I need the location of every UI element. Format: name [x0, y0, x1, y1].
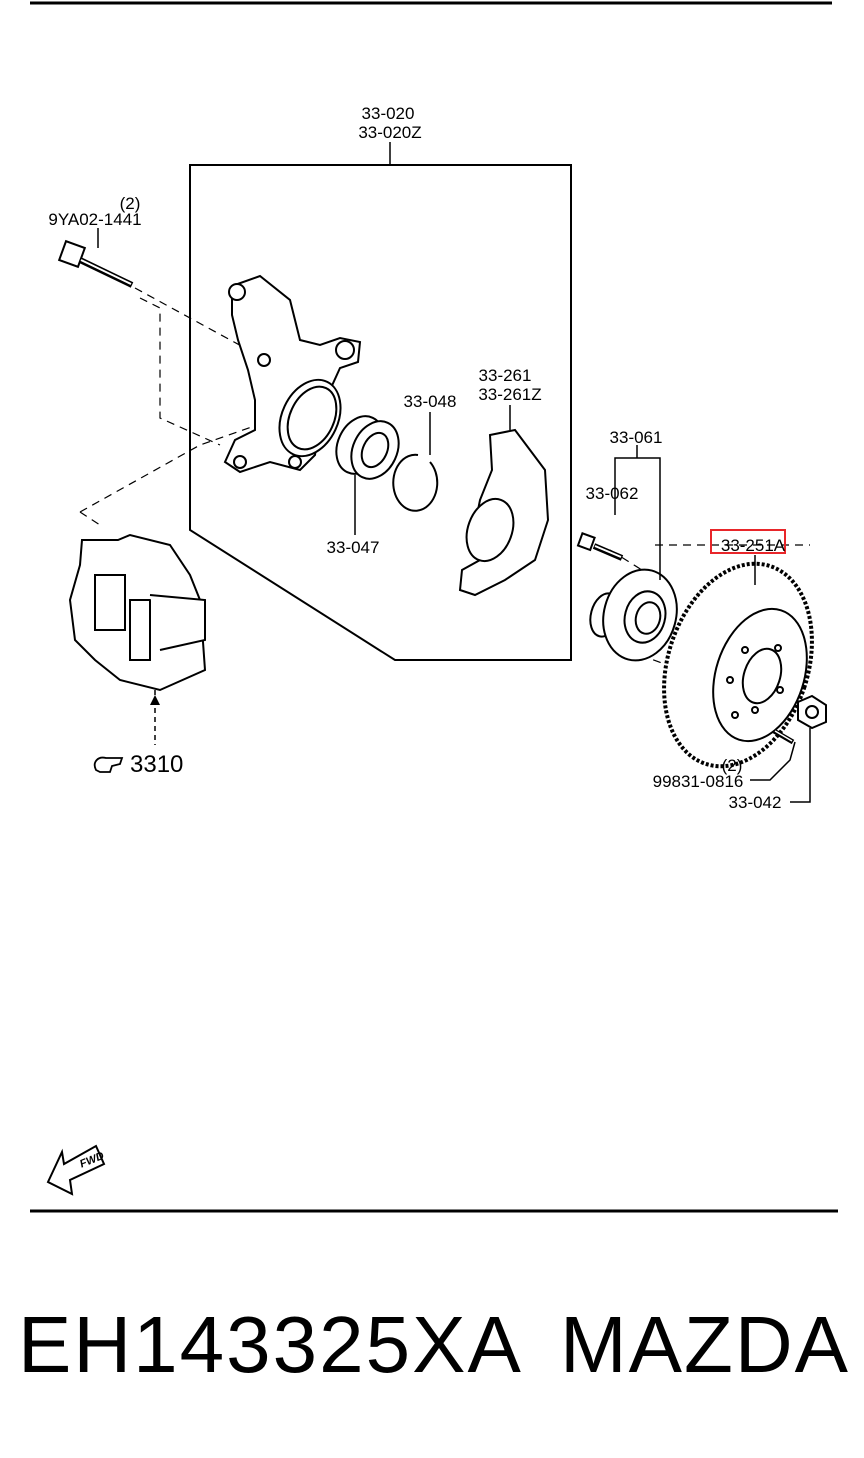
pointing-hand-icon — [93, 756, 124, 773]
brand-name: MAZDA — [560, 1300, 850, 1389]
label-caliper-ref: 3310 — [130, 751, 183, 778]
wheel-bearing — [335, 415, 400, 480]
steering-knuckle — [223, 274, 362, 474]
label-knuckle-alt: 33-020Z — [358, 123, 421, 142]
disc-screw — [750, 728, 796, 781]
wheel-hub — [589, 568, 678, 662]
label-screw-qty: (2) — [722, 756, 743, 775]
label-nut: 33-042 — [729, 793, 782, 812]
hub-bolt-part — [576, 532, 624, 561]
label-snap-ring: 33-048 — [404, 392, 457, 411]
label-knuckle: 33-020 — [362, 104, 415, 123]
brake-disc — [662, 561, 814, 769]
part-number: EH143325XA — [18, 1300, 523, 1389]
fwd-arrow-icon — [46, 1144, 106, 1196]
dust-cover — [458, 405, 550, 597]
label-dust-cover-alt: 33-261Z — [478, 385, 541, 404]
label-disc: 33-251A — [721, 536, 786, 555]
label-bearing: 33-047 — [327, 538, 380, 557]
hub-nut — [790, 694, 827, 803]
snap-ring — [392, 412, 439, 512]
label-bolt: 9YA02-1441 — [48, 210, 141, 229]
highlight-box — [710, 529, 786, 554]
label-bolt-qty: (2) — [120, 194, 141, 213]
label-hub-bolt: 33-062 — [586, 484, 639, 503]
hub-bracket — [614, 445, 661, 580]
label-dust-cover: 33-261 — [479, 366, 532, 385]
label-hub: 33-061 — [610, 428, 663, 447]
label-screw: 99831-0816 — [653, 772, 744, 791]
knuckle-assembly-frame — [189, 164, 572, 661]
brake-caliper — [68, 533, 207, 745]
